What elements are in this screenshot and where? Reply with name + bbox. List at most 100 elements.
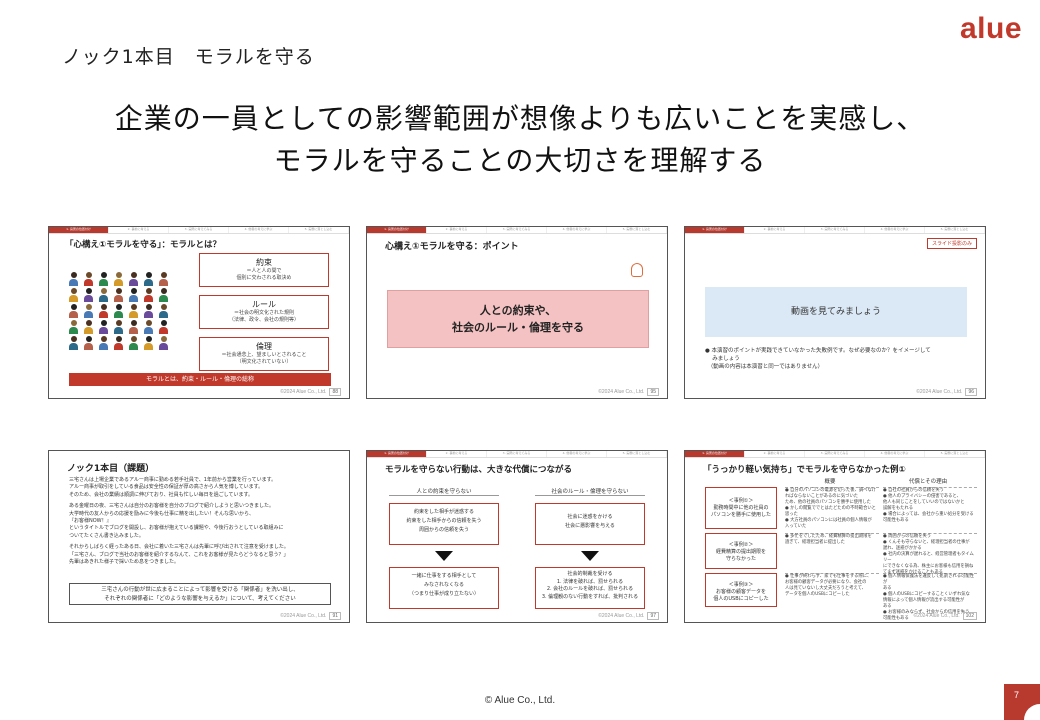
summary-line: お客様の顧客データが必要になり、会社の [785,580,867,585]
people-illustration [69,272,174,352]
person-icon [159,304,168,318]
question-box: 三宅さんの行動が世に広まることによって影響を受ける「関係者」を洗い出し、 それぞ… [69,583,331,605]
tab-label: 3. 実際に考えてみる [169,227,229,233]
tab-label: 2. 事前に考える [427,227,487,233]
page-number-badge: 7 [1004,684,1040,720]
tab-label: 3. 実際に考えてみる [487,227,547,233]
alue-logo: alue [959,12,1022,45]
case-line: 『お客様NOW！』 [69,518,112,525]
person-icon [84,304,93,318]
person-icon [69,320,78,334]
case-line: ある金曜日の夜、三宅さんは自分のお客様を自分のブログで紹介しようと思いつきました… [69,503,275,510]
person-icon [99,320,108,334]
summary-line: ● 大方社員のパソコンには社員の個人情報が [785,518,872,523]
box-line: みなされなくなる [423,582,464,588]
person-icon [159,336,168,350]
case-label-box: ＜事例①＞勤務時間中に他の社員のパソコンを勝手に使用した [705,487,777,529]
reason-line: にできなくなる為、株主にお客様も信用を損ね [883,564,974,569]
headline-line2: モラルを守ることの大切さを理解する [273,144,767,177]
projection-only-tag: スライド投影のみ [926,238,977,249]
tab-label: 4. 他者の考えに学ぶ [547,451,607,457]
box-line: 周囲からの信頼を失う [418,527,469,533]
reason-line: 他人も同じことをしていいのではないかと [883,500,965,505]
slide-title: モラルを守らない行動は、大きな代償につながる [385,465,573,475]
slide-tabs: 1. 演習の位置付け 2. 事前に考える 3. 実際に考えてみる 4. 他者の考… [685,451,985,458]
key-point-line2: 社会のルール・倫理を守る [452,321,584,334]
case-label-box: ＜事例②＞経費精算の提出期限を守らなかった [705,533,777,569]
note-line: （動画の内容は本演習と同一ではありません） [705,364,824,370]
slide-title: 「うっかり軽い気持ち」でモラルを守らなかった例① [703,465,906,475]
promise-desc: ＝人と人の間で [246,268,282,274]
reason-line: ● 個人情報保護法を違反して処罰される可能性が [883,574,974,585]
summary-line: 過ぎて、経理担当者に提出した [785,540,845,545]
case-label-line: ＜事例③＞ [728,582,754,588]
question-line: それぞれの関係者に「どのような影響を与えるか」について、考えてください [104,596,296,602]
case-line: 「三宅さん、ブログで当社のお客様を紹介するなんて、これをお客様が見たらどうなると… [69,551,289,558]
left-bottom-box: 一緒に仕事をする相手として みなされなくなる （つまり仕事が成り立たない） [389,567,499,609]
person-icon [144,304,153,318]
reason-line: 情報によって個人情報が流出する可能性が [883,598,965,603]
reason-line: ● くんそも守らないと、経理担当者の仕事が [883,540,970,545]
tab-label: 1. 演習の位置付け [49,227,109,233]
case-text: 三宅さんは上場企業であるアルー商事に勤める若手社員で、1年前から営業を行っていま… [69,477,334,566]
person-icon [69,336,78,350]
ethics-desc: ＝社会通念上、望ましいとされること [221,352,307,358]
person-icon [114,336,123,350]
tab-label: 2. 事前に考える [109,227,169,233]
case-summary: ● 自分のパソコンの電源を切った後、調べなけ ればならないことがあるのに気づいた… [785,487,879,530]
box-line: 約束をした相手からの信頼を失う [406,518,482,524]
box-line: 一緒に仕事をする相手として [411,573,477,579]
ethics-heading: 倫理 [256,342,272,351]
slide-page-number: 91 [329,612,341,620]
tab-label: 5. 実務に落とし込む [925,227,985,233]
person-icon [84,288,93,302]
section-title: ノック1本目 モラルを守る [62,46,315,68]
tab-label: 3. 実際に考えてみる [805,451,865,457]
tab-label: 4. 他者の考えに学ぶ [865,451,925,457]
summary-line: ため、他の社員のパソコンを勝手に使用した [785,500,871,505]
person-icon [129,304,138,318]
summary-line: 入っていた [785,524,807,529]
slide-thumb-95: 1. 演習の位置付け 2. 事前に考える 3. 実際に考えてみる 4. 他者の考… [366,226,668,399]
case-reason: ● 個人情報保護法を違反して処罰される可能性が ある● 個人のUSBにコピーする… [883,573,977,622]
person-icon [99,272,108,286]
case-label-line: 個人のUSBにコピーした [713,596,769,602]
lightbulb-icon [631,263,643,277]
key-point-box: 人との約束や、 社会のルール・倫理を守る [387,290,649,348]
summary-line: ● 仕事が終わらず、家でも仕事をする際に、 [785,574,872,579]
tab-label: 2. 事前に考える [427,451,487,457]
tab-label: 5. 実務に落とし込む [607,227,667,233]
case-label-line: 勤務時間中に他の社員の [713,505,769,511]
tab-label: 4. 他者の考えに学ぶ [865,227,925,233]
slide-title: 「心構え①モラルを守る」：モラルとは？ [65,240,221,250]
case-summary: ● 多忙をでしたため、経費精算の提出期限を 過ぎて、経理担当者に提出した [785,533,879,546]
person-icon [144,320,153,334]
summary-line: 思った [785,512,798,517]
case-line: 大学時代の友人からの応援を励みに今後も仕事に精を出したい！そんな思いから、 [69,510,255,517]
rule-box: ルール ＝社会の明文化された規則 （法律、政令、会社の規則等） [199,295,329,329]
slide-page-number: 96 [965,388,977,396]
key-point-line1: 人との約束や、 [479,304,557,317]
badge-corner [1024,704,1040,720]
person-icon [129,320,138,334]
left-top-box: 約束をした相手が迷惑する 約束をした相手からの信頼を失う 周囲からの信頼を失う [389,503,499,545]
person-icon [99,288,108,302]
tab-label: 4. 他者の考えに学ぶ [229,227,289,233]
moral-summary-bar: モラルとは、約束・ルール・倫理の総称 [69,373,331,386]
slide-title: 心構え①モラルを守る：ポイント [385,242,519,252]
tab-label: 5. 実務に落とし込む [289,227,349,233]
reason-line: ● お客様のみならず、社会からの信用を失う [883,610,970,615]
reason-line: ● 社内の決算が遅れると、経営管理者もタイムリー [883,552,974,563]
person-icon [69,304,78,318]
slide-page-number: 95 [647,388,659,396]
note-line: ● 本演習のポイントが実践できていなかった失敗例です。なぜ必要なのか？をイメージ… [705,348,931,354]
summary-line: ればならないことがあるのに気づいた [785,494,859,499]
person-icon [129,336,138,350]
rule-heading: ルール [252,300,276,309]
tab-label: 1. 演習の位置付け [367,227,427,233]
reason-line: ● 場合によっては、会社から重い処分を受ける [883,512,974,517]
person-icon [144,336,153,350]
page-copyright: © Alue Co., Ltd. [484,695,556,706]
slide-thumb-97: 1. 演習の位置付け 2. 事前に考える 3. 実際に考えてみる 4. 他者の考… [366,450,668,623]
reason-line: ある [883,604,892,609]
